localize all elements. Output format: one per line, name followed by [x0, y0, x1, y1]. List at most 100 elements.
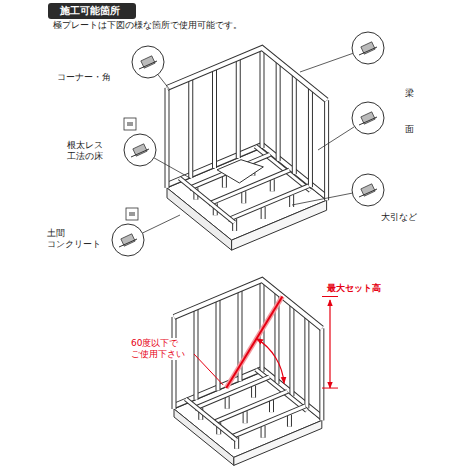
- timber-outline: [188, 78, 193, 178]
- timber-fill: [213, 68, 216, 168]
- timber-fill: [174, 280, 322, 328]
- angle-arc: [257, 339, 284, 384]
- timber-fill: [277, 61, 280, 161]
- timber-outline: [186, 399, 237, 440]
- callout-circle: [132, 46, 164, 78]
- callout-circle: [352, 102, 384, 134]
- member-edge: [119, 239, 137, 247]
- timber-fill: [262, 426, 265, 438]
- timber-fill: [293, 74, 296, 174]
- timber-outline: [260, 48, 265, 148]
- callout-circle: [352, 32, 384, 64]
- dimension-label: 最大セット高: [326, 283, 382, 294]
- brace-shadow: [226, 297, 282, 389]
- location-label: コーナー・角: [56, 72, 112, 83]
- timber-outline: [236, 58, 241, 158]
- callout-circle: [124, 134, 156, 166]
- timber-outline: [292, 74, 297, 174]
- timber-fill: [167, 48, 327, 100]
- brace-line: [226, 297, 282, 389]
- house-frame-bottom: [174, 280, 322, 465]
- timber-fill: [166, 88, 169, 188]
- note-leader: [194, 354, 223, 385]
- location-label: 土間 コンクリート: [46, 228, 102, 250]
- timber-fill: [256, 146, 311, 190]
- timber-fill: [189, 78, 192, 178]
- timber-fill: [244, 411, 247, 423]
- leader-line: [318, 127, 355, 150]
- callouts: [112, 32, 384, 256]
- member-edge: [359, 189, 377, 197]
- timber-outline: [180, 178, 235, 222]
- location-label: 梁: [404, 88, 415, 99]
- timber-outline: [165, 88, 170, 188]
- timber-outline: [194, 308, 199, 400]
- timber-outline: [212, 68, 217, 168]
- timber-outline: [243, 411, 248, 423]
- timber-fill: [288, 415, 291, 427]
- member-edge: [359, 117, 377, 125]
- leader-line: [154, 158, 190, 178]
- timber-outline: [261, 207, 266, 219]
- plate-icon: [141, 56, 155, 68]
- timber-outline: [269, 400, 274, 412]
- timber-fill: [173, 317, 176, 409]
- timber-outline: [256, 146, 311, 190]
- detail-icon-plate: [127, 122, 133, 126]
- timber-outline: [174, 280, 322, 328]
- timber-fill: [309, 87, 312, 187]
- plate-icon: [361, 112, 375, 124]
- angle-note: 60度以下で ご使用下さい: [130, 338, 186, 360]
- timber-outline: [308, 87, 313, 187]
- floor-board: [217, 160, 263, 183]
- timber-outline: [230, 406, 305, 437]
- timber-fill: [320, 328, 323, 420]
- section-title: 施工可能箇所: [48, 3, 136, 19]
- slab-side: [234, 420, 322, 465]
- plate-icon: [361, 42, 375, 54]
- timber-outline: [256, 369, 307, 410]
- timber-fill: [230, 406, 305, 437]
- timber-fill: [325, 100, 328, 200]
- location-label: 根太レス 工法の床: [66, 140, 104, 162]
- red-annotations: [194, 297, 338, 389]
- detail-icon-plate: [129, 212, 135, 216]
- intro-note: 極プレートは下図の様な箇所で使用可能です。: [52, 20, 243, 30]
- member-edge: [131, 149, 149, 157]
- plate-icon: [121, 234, 135, 246]
- callout-circle: [352, 174, 384, 206]
- timber-fill: [270, 400, 273, 412]
- location-label: 大引など: [380, 212, 418, 223]
- timber-fill: [242, 191, 245, 203]
- timber-fill: [262, 207, 265, 219]
- timber-outline: [228, 186, 309, 220]
- timber-fill: [226, 397, 229, 409]
- height-dimension: [329, 300, 330, 388]
- detail-icon: [124, 118, 136, 130]
- dimension-tick: [322, 388, 338, 389]
- callout-circle: [112, 224, 144, 256]
- timber-fill: [195, 308, 198, 400]
- detail-icon: [126, 208, 138, 220]
- timber-outline: [289, 195, 294, 207]
- timber-outline: [241, 191, 246, 203]
- timber-fill: [186, 399, 237, 440]
- timber-fill: [256, 369, 307, 410]
- timber-outline: [261, 426, 266, 438]
- timber-outline: [225, 397, 230, 409]
- member-edge: [139, 61, 157, 69]
- timber-outline: [172, 317, 177, 409]
- timber-outline: [167, 48, 327, 100]
- timber-fill: [290, 304, 293, 396]
- plate-icon: [133, 144, 147, 156]
- leader-line: [158, 75, 170, 90]
- timber-fill: [217, 298, 220, 390]
- timber-fill: [228, 186, 309, 220]
- timber-fill: [237, 58, 240, 158]
- timber-fill: [261, 48, 264, 148]
- timber-outline: [324, 100, 329, 200]
- timber-fill: [223, 176, 226, 188]
- leader-line: [300, 53, 353, 72]
- house-frame-top: [167, 48, 327, 250]
